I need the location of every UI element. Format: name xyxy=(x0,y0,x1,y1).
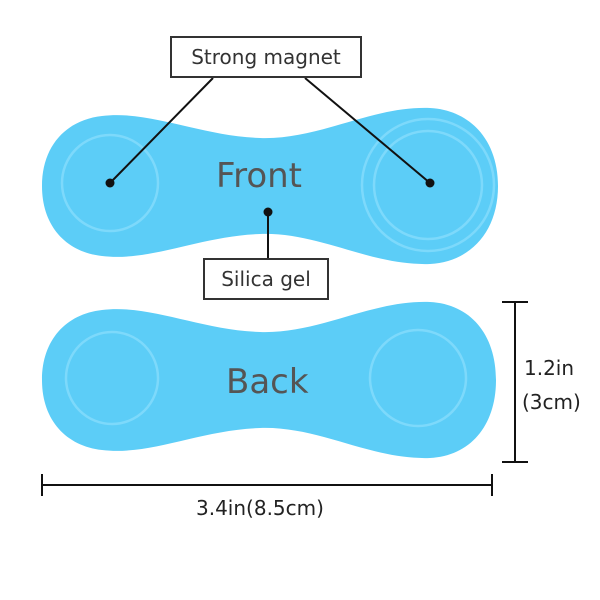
height-dimension xyxy=(502,301,528,463)
front-right-magnet-outer-ring xyxy=(360,117,496,253)
strong-magnet-label: Strong magnet xyxy=(170,36,362,78)
magnet-leader-left xyxy=(109,77,214,184)
width-dimension-label: 3.4in(8.5cm) xyxy=(196,496,324,520)
magnet-dot-left xyxy=(105,178,115,188)
front-body xyxy=(42,107,498,265)
width-dimension xyxy=(41,474,493,496)
back-left-ring xyxy=(64,330,160,426)
back-right-ring xyxy=(368,328,468,428)
front-piece xyxy=(42,107,498,265)
magnet-dot-right xyxy=(425,178,435,188)
back-side-label: Back xyxy=(226,362,309,402)
front-right-magnet-ring xyxy=(372,129,484,241)
magnet-leader-right xyxy=(304,77,431,184)
back-body xyxy=(42,301,496,459)
height-metric-label: (3cm) xyxy=(522,390,581,414)
silica-gel-label: Silica gel xyxy=(203,258,329,300)
height-dimension-label: 1.2in xyxy=(524,356,575,380)
front-left-magnet-ring xyxy=(60,133,160,233)
back-piece xyxy=(42,301,496,459)
gel-dot xyxy=(263,207,273,217)
front-side-label: Front xyxy=(216,156,302,196)
